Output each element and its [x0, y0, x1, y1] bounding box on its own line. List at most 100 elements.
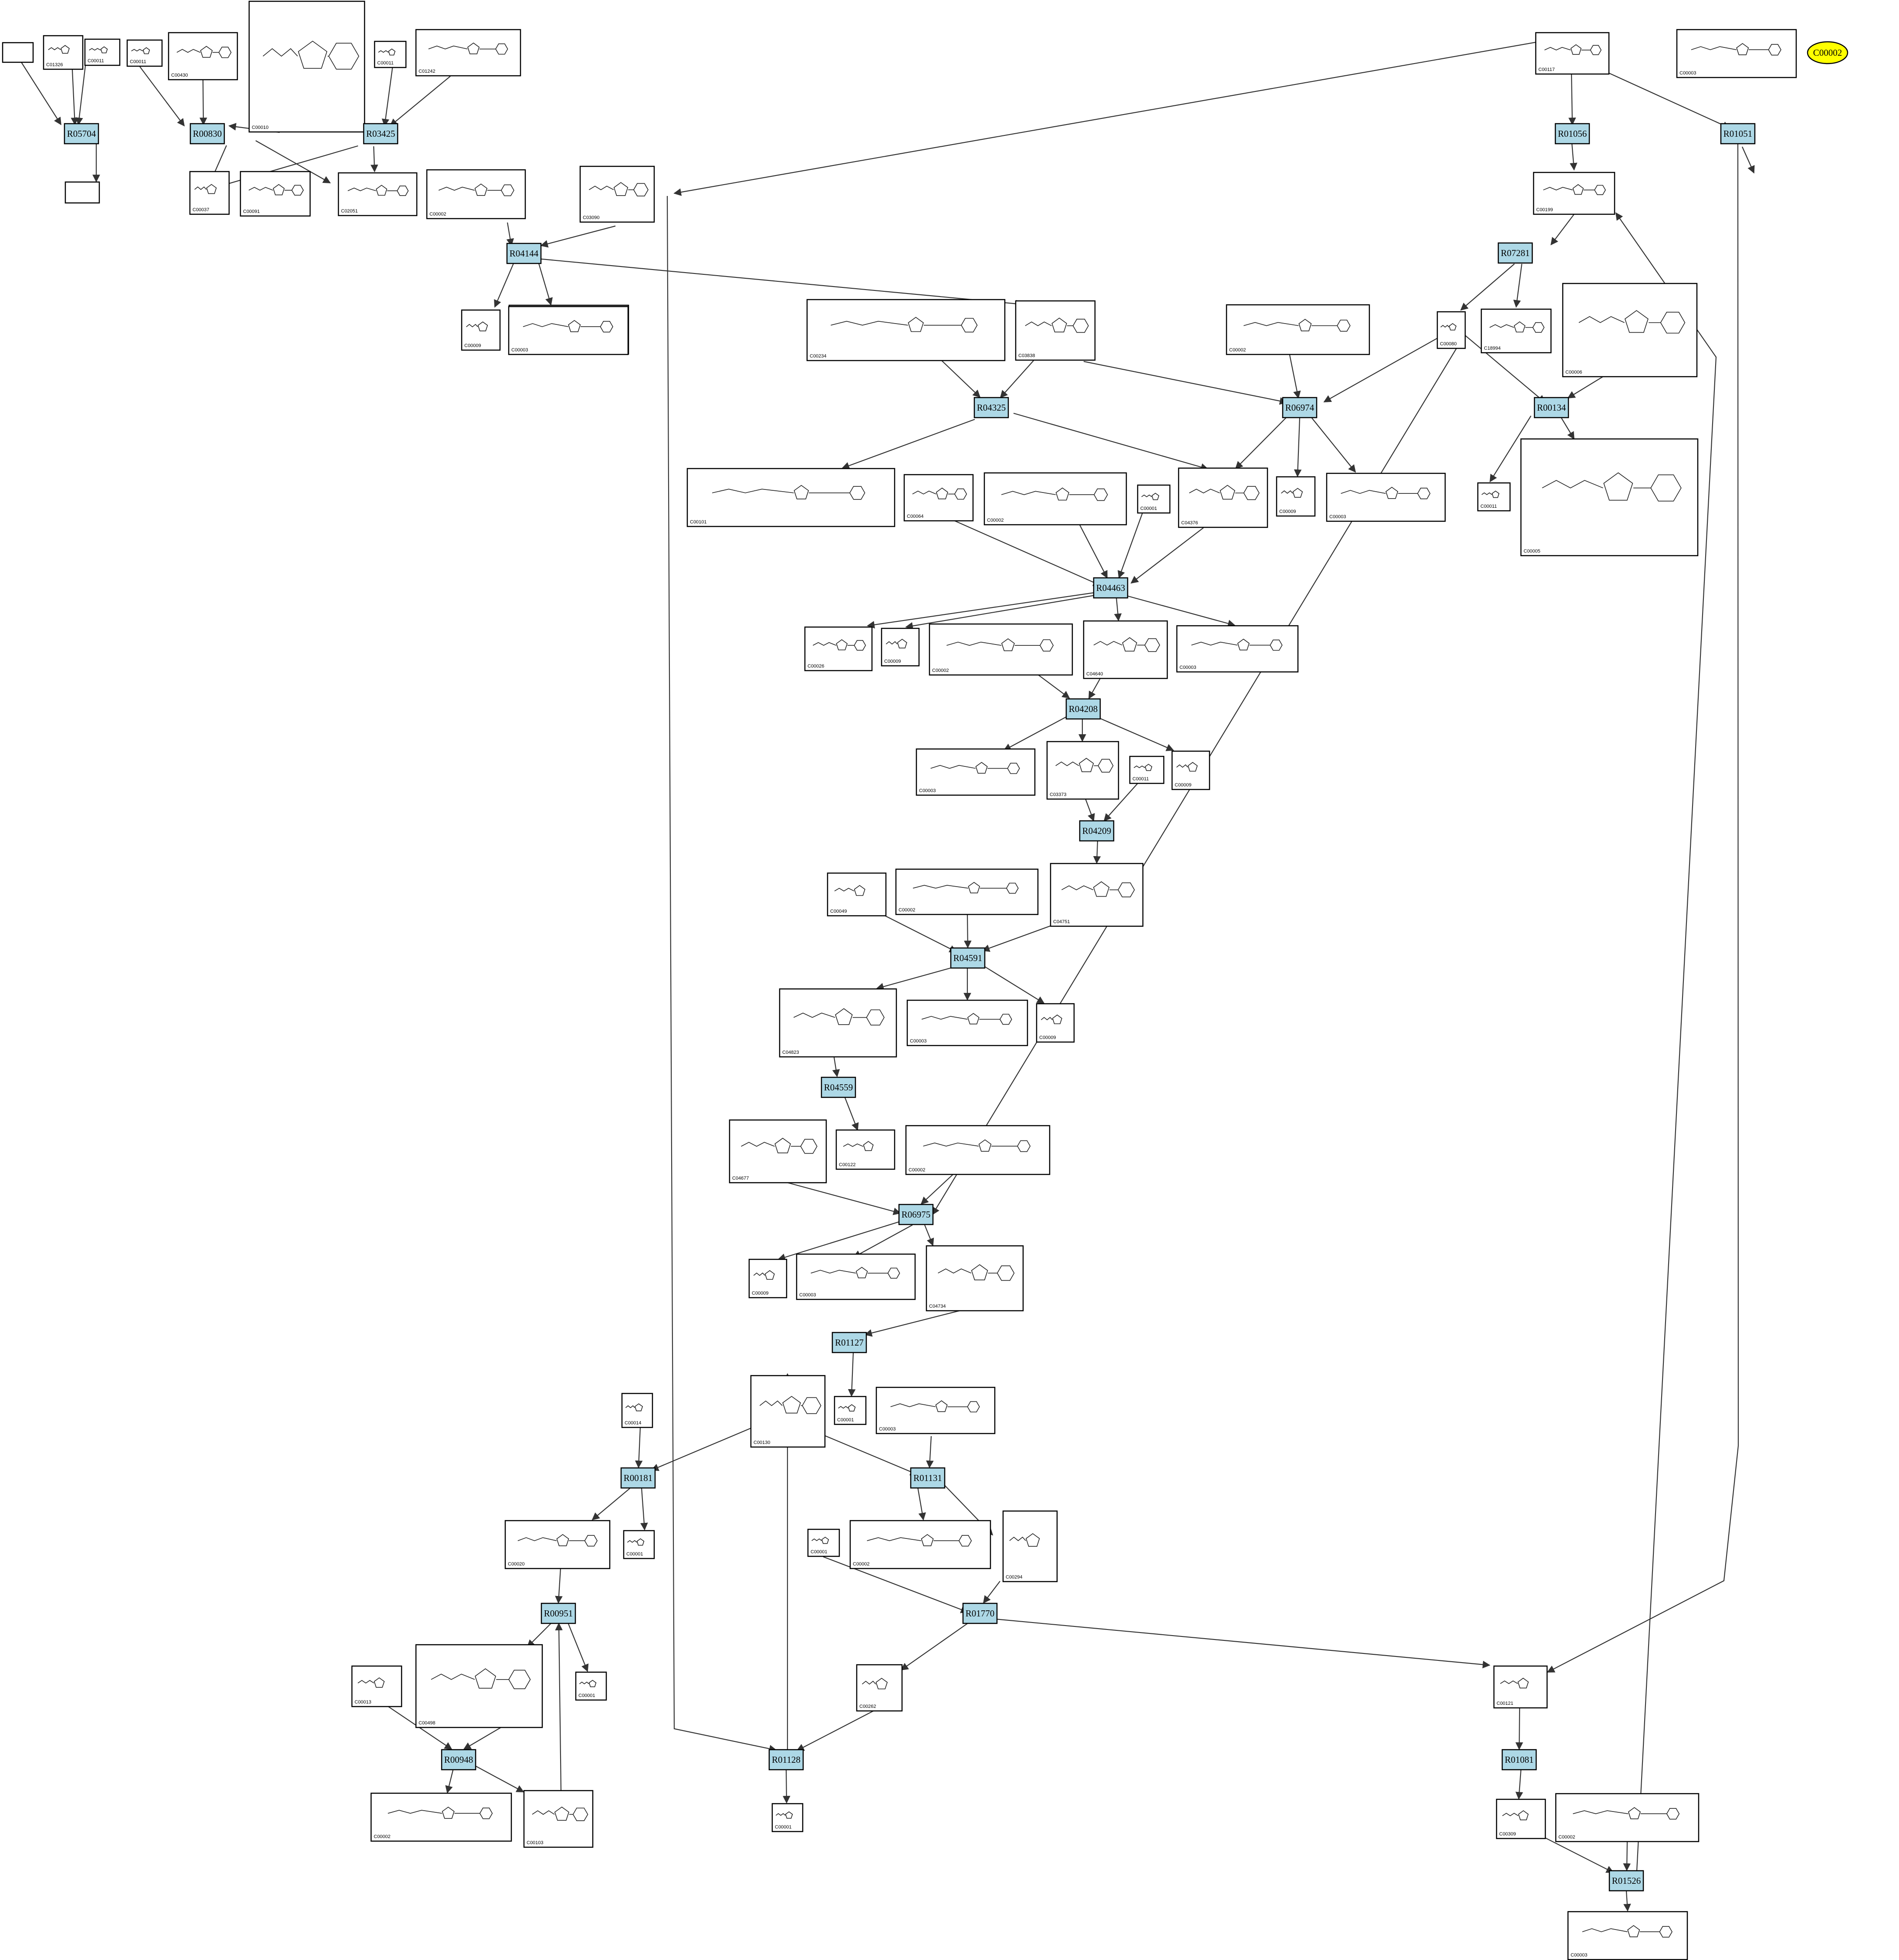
compound-node[interactable]: C00003 [906, 999, 1028, 1046]
compound-node[interactable]: C00011 [84, 38, 121, 66]
reaction-node[interactable]: R04559 [821, 1076, 856, 1098]
legend-node[interactable]: C00002 [1807, 41, 1848, 64]
compound-node[interactable]: C04376 [1178, 467, 1268, 528]
compound-node[interactable]: C01242 [415, 29, 521, 77]
reaction-node[interactable]: R04325 [973, 397, 1009, 418]
reaction-node[interactable]: R00830 [189, 123, 225, 145]
reaction-node[interactable]: R00134 [1534, 397, 1569, 418]
compound-node[interactable]: C00002 [1555, 1793, 1700, 1842]
compound-node[interactable]: C00011 [1477, 482, 1511, 512]
compound-node[interactable]: C00001 [623, 1530, 655, 1559]
compound-node[interactable]: C00002 [929, 623, 1073, 676]
reaction-node[interactable]: R01526 [1608, 1870, 1644, 1892]
reaction-node[interactable]: R04208 [1065, 698, 1101, 720]
reaction-node[interactable]: R06975 [898, 1204, 934, 1225]
reaction-node[interactable]: R01056 [1554, 123, 1590, 145]
compound-node[interactable]: C00011 [126, 39, 163, 67]
reaction-node[interactable]: R06974 [1282, 397, 1318, 418]
reaction-node[interactable]: R00948 [441, 1749, 476, 1771]
compound-node[interactable]: C00101 [686, 468, 895, 527]
compound-node[interactable]: C00026 [804, 626, 873, 671]
compound-node[interactable]: C00103 [523, 1790, 594, 1848]
reaction-node[interactable]: R00181 [620, 1467, 656, 1489]
compound-node[interactable]: C00009 [748, 1258, 787, 1299]
compound-node[interactable]: C00498 [415, 1644, 543, 1728]
compound-node[interactable]: C00199 [1533, 172, 1615, 215]
compound-node[interactable]: C00013 [351, 1665, 402, 1707]
compound-node[interactable]: C00003 [875, 1387, 996, 1434]
compound-node[interactable]: C00002 [895, 868, 1039, 915]
compound-node[interactable]: C00009 [881, 627, 920, 667]
reaction-node[interactable]: R04209 [1079, 820, 1115, 842]
compound-node[interactable]: C18994 [1480, 308, 1552, 354]
compound-node[interactable]: C00037 [189, 171, 230, 215]
compound-node[interactable]: C00006 [1562, 283, 1698, 378]
compound-node[interactable]: C00309 [1496, 1798, 1546, 1839]
compound-node[interactable]: C00294 [1002, 1510, 1058, 1582]
compound-node[interactable]: C00009 [1276, 476, 1316, 517]
compound-node[interactable]: C00003 [916, 748, 1036, 796]
compound-node[interactable]: C00091 [240, 171, 311, 217]
reaction-node[interactable]: R07281 [1497, 242, 1533, 264]
compound-node[interactable]: C04751 [1050, 863, 1144, 927]
compound-node[interactable]: C00064 [903, 474, 974, 522]
compound-node[interactable]: C04640 [1083, 620, 1168, 679]
compound-node[interactable]: C00005 [1520, 438, 1699, 557]
compound-node[interactable]: C00001 [575, 1671, 607, 1701]
compound-node[interactable]: C00011 [1129, 756, 1165, 784]
compound-node[interactable]: C00430 [168, 32, 238, 81]
compound-node[interactable]: C00002 [370, 1792, 512, 1842]
compound-node[interactable]: C00001 [807, 1528, 840, 1557]
compound-node[interactable]: C00020 [504, 1520, 611, 1569]
compound-node[interactable]: C00003 [508, 306, 629, 355]
reaction-node[interactable]: R01128 [768, 1749, 804, 1771]
compound-node[interactable]: C00002 [983, 472, 1127, 526]
reaction-node[interactable]: R03425 [363, 123, 399, 145]
reaction-node[interactable]: R01051 [1720, 123, 1756, 145]
compound-node[interactable]: C00002 [426, 169, 526, 219]
reaction-node[interactable]: R01131 [910, 1467, 946, 1489]
compound-node[interactable] [2, 42, 34, 63]
compound-node[interactable]: C00080 [1436, 311, 1466, 349]
compound-node[interactable]: C00234 [806, 299, 1006, 361]
reaction-node[interactable]: R05704 [64, 123, 99, 145]
compound-node[interactable]: C00121 [1493, 1665, 1548, 1709]
reaction-node[interactable]: R04144 [506, 243, 542, 264]
compound-node[interactable]: C03373 [1046, 741, 1119, 800]
compound-node[interactable]: C00011 [374, 40, 407, 68]
reaction-node[interactable]: R04591 [950, 947, 986, 969]
compound-node[interactable]: C00010 [248, 0, 365, 133]
compound-node[interactable]: C04734 [926, 1245, 1024, 1312]
reaction-node[interactable]: R01127 [831, 1332, 867, 1353]
compound-node[interactable]: C04677 [729, 1119, 827, 1184]
compound-node[interactable]: C00009 [1171, 750, 1210, 790]
reaction-node[interactable]: R01770 [962, 1602, 998, 1624]
compound-node[interactable]: C00001 [771, 1803, 804, 1832]
reaction-node[interactable]: R04463 [1093, 577, 1129, 599]
compound-node[interactable]: C03090 [579, 165, 655, 223]
compound-node[interactable]: C00122 [835, 1129, 895, 1170]
compound-node[interactable]: C00001 [1137, 484, 1171, 514]
compound-node[interactable]: C00014 [621, 1393, 653, 1428]
compound-node[interactable]: C00003 [1567, 1911, 1688, 1960]
compound-node[interactable]: C00117 [1535, 32, 1610, 75]
compound-node[interactable]: C00002 [1226, 304, 1370, 355]
compound-node[interactable]: C02051 [338, 172, 418, 216]
compound-node[interactable]: C00001 [834, 1396, 867, 1425]
compound-node[interactable]: C00262 [856, 1664, 903, 1712]
compound-node[interactable]: C00003 [1676, 29, 1797, 78]
compound-node[interactable]: C00130 [750, 1375, 826, 1448]
compound-node[interactable]: C00002 [849, 1520, 991, 1569]
compound-node[interactable]: C04823 [779, 988, 897, 1058]
compound-node[interactable]: C03838 [1015, 300, 1096, 361]
reaction-node[interactable]: R01081 [1501, 1749, 1537, 1771]
compound-node[interactable]: C01326 [43, 35, 84, 70]
compound-node[interactable] [64, 181, 100, 204]
compound-node[interactable]: C00049 [827, 872, 887, 917]
compound-node[interactable]: C00003 [1176, 625, 1299, 673]
reaction-node[interactable]: R00951 [541, 1602, 576, 1624]
compound-node[interactable]: C00002 [905, 1125, 1051, 1175]
compound-node[interactable]: C00009 [1036, 1003, 1075, 1043]
compound-node[interactable]: C00009 [461, 309, 501, 351]
compound-node[interactable]: C00003 [1326, 472, 1446, 522]
